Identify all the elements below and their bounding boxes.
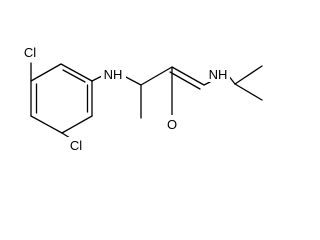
carbonyl-double-bond-a: [171, 66, 205, 86]
bonds: [30, 62, 263, 139]
chlorine-label-bottom: Cl: [70, 138, 82, 153]
isopropyl-methyl-bond-1: [234, 65, 263, 85]
chlorine-label-top: Cl: [24, 45, 36, 60]
carbonyl-double-bond-b: [169, 71, 201, 90]
ch-carbonyl-bond: [140, 66, 173, 86]
benzene-ring: [30, 63, 93, 134]
amide-n-bond: [203, 81, 211, 86]
atom-labels: Cl Cl NH O NH: [18, 43, 230, 154]
chemical-structure-diagram: Cl Cl NH O NH: [18, 43, 263, 154]
isopropyl-methyl-bond-2: [234, 83, 263, 101]
carbonyl-oxygen-label: O: [167, 117, 177, 132]
amide-nh-label: NH: [209, 67, 228, 82]
amine-nh-label: NH: [104, 67, 123, 82]
